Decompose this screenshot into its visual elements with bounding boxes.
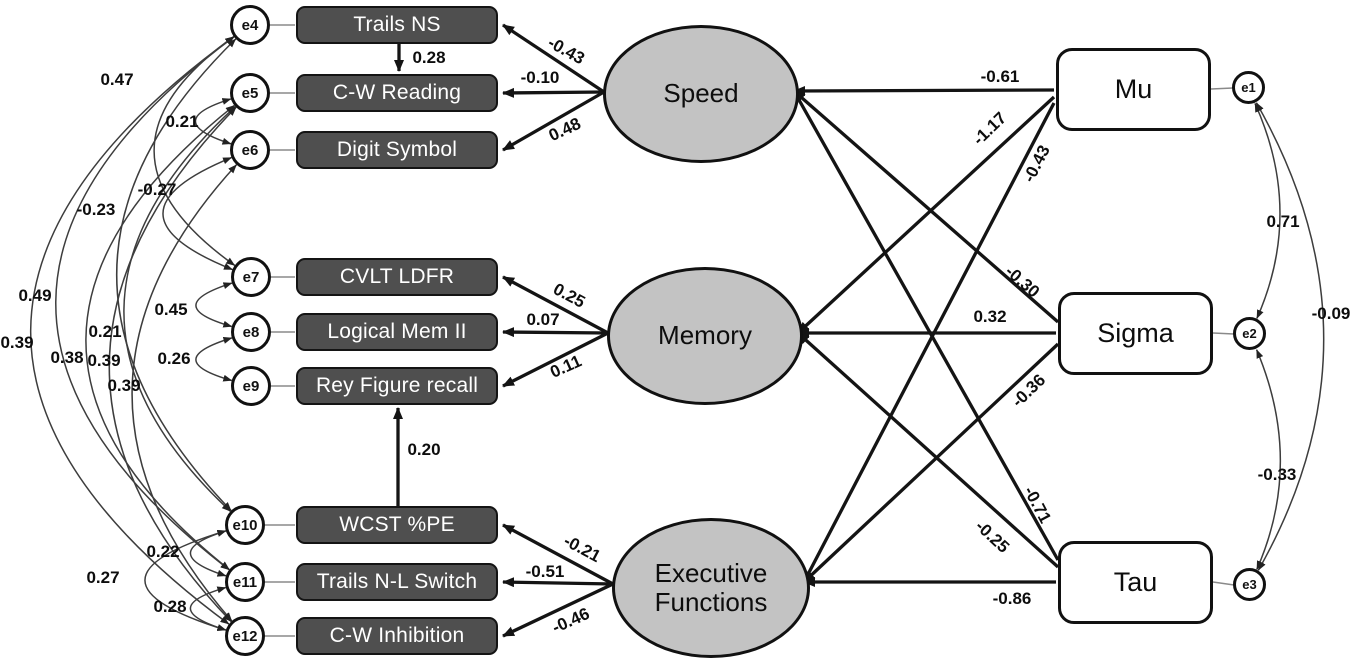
- structural-value-mu-speed: -0.61: [980, 67, 1020, 86]
- observed-box-cvlt-ldfr: CVLT LDFR: [296, 258, 498, 296]
- loading-arrow-speed-trails_ns: [502, 23, 605, 94]
- observed-box-trails-ns: Trails NS: [296, 6, 498, 44]
- connector-line: [1212, 332, 1235, 335]
- error-circle-e2: e2: [1233, 317, 1266, 350]
- covariance-value-e1-e3: -0.09: [1311, 304, 1351, 323]
- covariance-arc-e5-e10: [123, 106, 236, 512]
- covariance-arc-e6-e7: [162, 156, 233, 271]
- error-circle-e9: e9: [231, 366, 271, 406]
- covariance-value-e1-e2: 0.71: [1266, 212, 1300, 231]
- observed-box-cw-reading: C-W Reading: [296, 74, 498, 112]
- structural-value-sigma-memory: 0.32: [973, 307, 1007, 326]
- error-circle-e4: e4: [230, 5, 270, 45]
- loading-arrow-memory-logical_mem: [502, 327, 609, 338]
- covariance-value-e5-e11: 0.38: [50, 348, 84, 367]
- factor-label-speed: Speed: [663, 78, 739, 109]
- observed-box-wcst-pe: WCST %PE: [296, 506, 498, 544]
- covariance-arc-e1-e3: [1255, 102, 1325, 571]
- covariance-arc-e5-e12: [108, 106, 237, 623]
- covariance-value-e10-e11: 0.22: [146, 542, 180, 561]
- covariance-value-e2-e3: -0.33: [1257, 465, 1297, 484]
- structural-arrow-sigma-ef: [802, 342, 1060, 584]
- error-circle-e3: e3: [1233, 568, 1266, 601]
- covariance-arc-e4-e11: [55, 36, 235, 571]
- covariance-arc-e4-e10: [116, 38, 237, 512]
- connector-line: [1212, 581, 1235, 586]
- loading-arrow-ef-cw_inhibition: [502, 582, 614, 638]
- factor-label-functions: Functions: [654, 587, 768, 617]
- covariance-value-e4-e12: 0.39: [0, 333, 34, 352]
- direct-value-trails_ns-cw_reading: 0.28: [412, 48, 446, 67]
- predictor-box-mu: Mu: [1056, 48, 1211, 131]
- covariance-arc-e4-e7: [153, 36, 236, 267]
- factor-label-executive: Executive: [654, 557, 768, 588]
- covariance-value-e6-e7: -0.27: [137, 180, 177, 199]
- covariance-arc-e7-e8: [195, 282, 233, 328]
- covariance-value-e6-e12: 0.39: [107, 376, 141, 395]
- observed-box-cw-inhibition: C-W Inhibition: [296, 617, 498, 655]
- error-circle-e6: e6: [230, 130, 270, 170]
- loading-value-speed-cw_reading: -0.10: [520, 68, 560, 87]
- covariance-value-e7-e8: 0.45: [154, 300, 188, 319]
- error-circle-e8: e8: [231, 312, 271, 352]
- observed-box-logical-mem: Logical Mem II: [296, 313, 498, 351]
- loading-arrow-memory-cvlt: [502, 275, 609, 335]
- covariance-arc-e10-e12: [144, 529, 227, 631]
- loading-value-memory-logical_mem: 0.07: [526, 310, 560, 329]
- loading-arrow-ef-trails_nl: [502, 577, 614, 588]
- structural-value-tau-ef: -0.86: [992, 589, 1032, 608]
- error-circle-e1: e1: [1232, 71, 1265, 104]
- covariance-value-e5-e12: 0.39: [87, 351, 121, 370]
- covariance-arc-e5-e11: [85, 104, 235, 571]
- structural-arrow-tau-memory: [796, 331, 1060, 569]
- observed-box-rey-figure: Rey Figure recall: [296, 367, 498, 405]
- predictor-box-sigma: Sigma: [1058, 292, 1213, 375]
- covariance-arc-e11-e12: [189, 586, 227, 631]
- covariance-value-e4-e7: -0.23: [76, 200, 116, 219]
- covariance-arc-e6-e12: [131, 164, 238, 622]
- error-circle-e7: e7: [231, 257, 271, 297]
- covariance-value-e4-e10: 0.47: [100, 70, 134, 89]
- factor-ellipse-memory: Memory: [607, 267, 803, 405]
- error-circle-e5: e5: [230, 73, 270, 113]
- loading-arrow-speed-digit_symbol: [502, 90, 605, 152]
- structural-arrow-mu-speed: [793, 85, 1055, 96]
- direct-value-wcst-rey: 0.20: [407, 440, 441, 459]
- loading-arrow-memory-rey: [502, 331, 609, 388]
- error-circle-e10: e10: [225, 505, 265, 545]
- covariance-arc-e2-e3: [1255, 349, 1282, 570]
- observed-box-trails-nl: Trails N-L Switch: [296, 563, 498, 601]
- covariance-value-e5-e6: 0.21: [165, 112, 199, 131]
- covariance-value-e4-e11: 0.49: [18, 286, 52, 305]
- structural-arrow-mu-memory: [796, 95, 1056, 335]
- loading-arrow-ef-wcst: [502, 523, 614, 586]
- covariance-value-e8-e9: 0.26: [157, 349, 191, 368]
- covariance-value-e11-e12: 0.28: [153, 597, 187, 616]
- covariance-arc-e1-e2: [1254, 103, 1281, 319]
- error-circle-e12: e12: [225, 616, 265, 656]
- structural-arrow-mu-ef: [802, 102, 1056, 583]
- loading-value-ef-trails_nl: -0.51: [525, 562, 565, 581]
- predictor-box-tau: Tau: [1058, 541, 1213, 624]
- factor-label-memory: Memory: [658, 320, 752, 351]
- covariance-arc-e8-e9: [195, 337, 233, 382]
- covariance-arc-e5-e6: [195, 98, 232, 145]
- factor-ellipse-speed: Speed: [603, 25, 799, 163]
- structural-arrow-tau-speed: [792, 90, 1060, 561]
- structural-arrow-sigma-speed: [792, 89, 1060, 324]
- error-circle-e11: e11: [225, 562, 265, 602]
- covariance-value-e5-e10: 0.21: [88, 322, 122, 341]
- covariance-value-e10-e12: 0.27: [86, 568, 120, 587]
- covariance-arc-e4-e12: [29, 36, 235, 625]
- factor-ellipse-executive-functions: Executive Functions: [612, 518, 810, 658]
- observed-box-digit-symbol: Digit Symbol: [296, 131, 498, 169]
- connector-line: [1210, 87, 1234, 90]
- loading-arrow-speed-cw_reading: [502, 87, 605, 98]
